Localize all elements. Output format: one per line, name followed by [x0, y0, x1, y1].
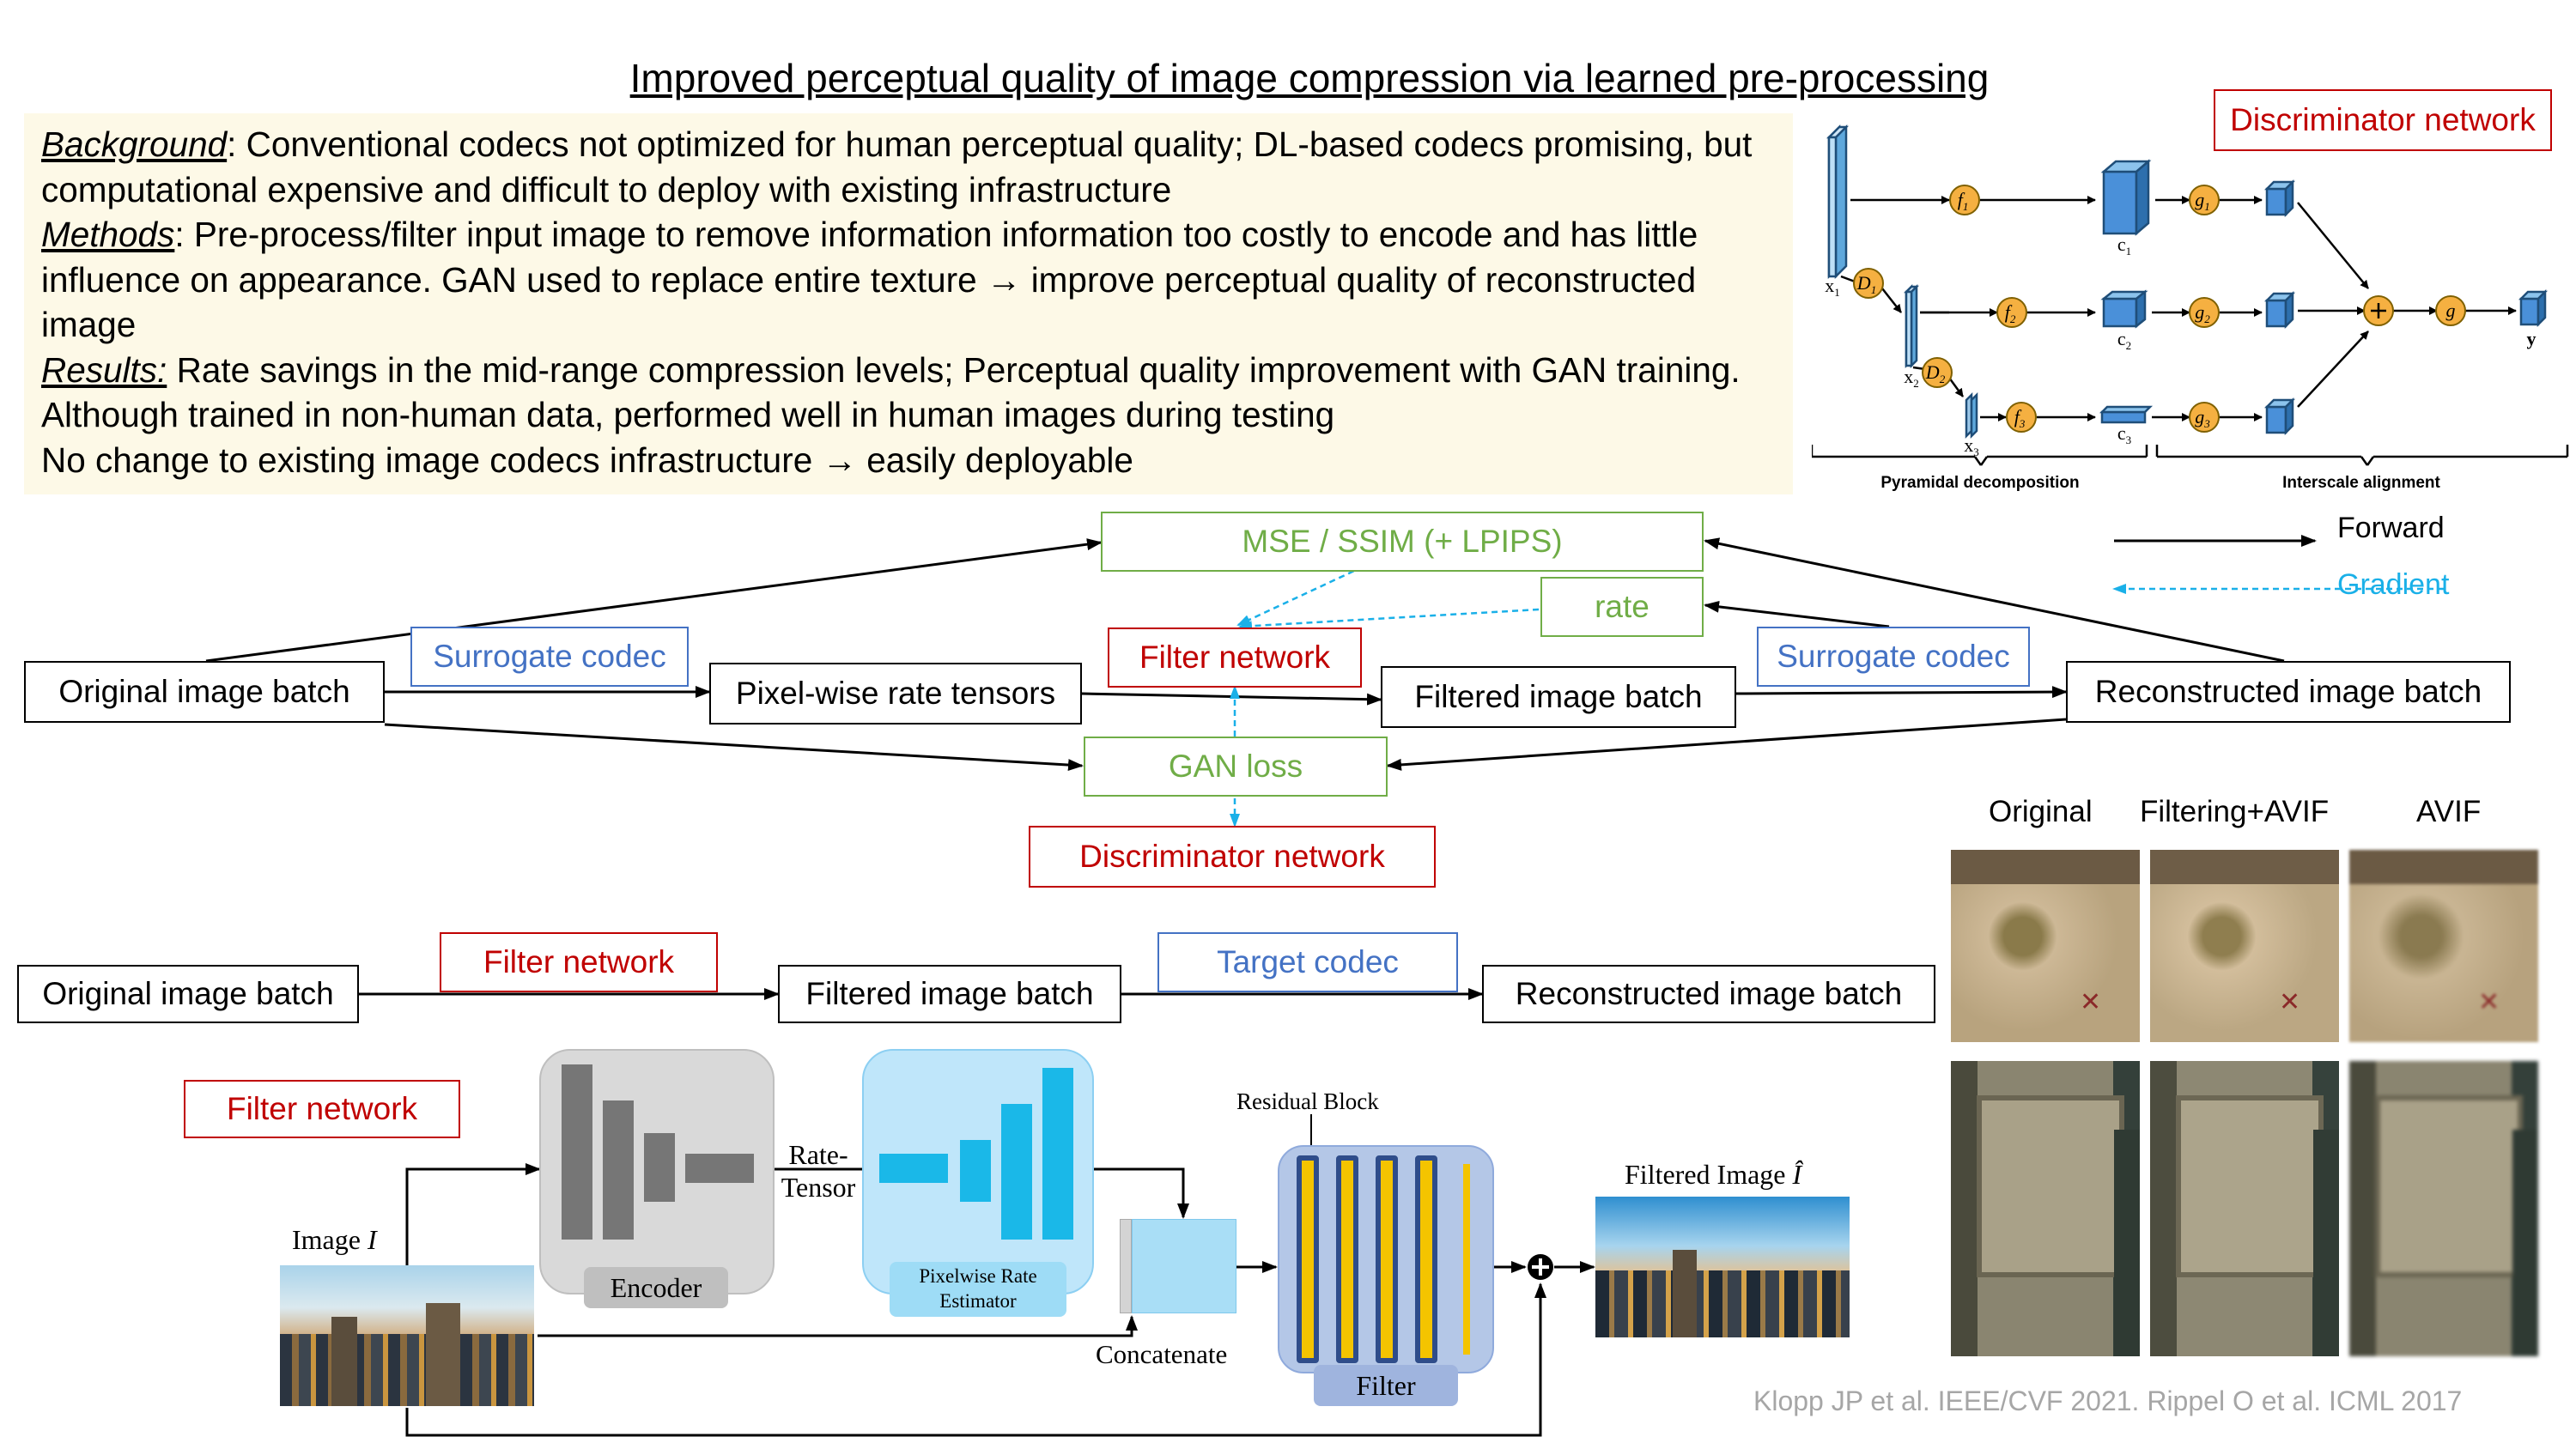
results-text: Rate savings in the mid-range compressio… — [41, 349, 1741, 435]
header-original: Original — [1989, 795, 2093, 828]
output-layer — [1463, 1164, 1470, 1355]
rate-tensor-label: Rate- Tensor — [781, 1139, 856, 1203]
training-surrogate-codec-1: Surrogate codec — [410, 627, 689, 687]
residual-pointer — [1310, 1114, 1312, 1145]
header-avif: AVIF — [2416, 795, 2482, 828]
input-image-label: Image I — [292, 1224, 377, 1255]
training-filtered-batch: Filtered image batch — [1381, 666, 1736, 728]
f2-label: f2 — [2005, 301, 2016, 325]
summary-panel — [24, 113, 1793, 494]
pyramidal-caption: Pyramidal decomposition — [1880, 474, 2079, 492]
residual-block-layer — [1376, 1155, 1398, 1363]
residual-block-layer — [1297, 1155, 1319, 1363]
comparison-filtered-2 — [2150, 1061, 2339, 1356]
conclusion-paragraph: No change to existing image codecs infra… — [41, 440, 1133, 480]
d2-label: D2 — [1925, 361, 1946, 385]
f3-label: f3 — [2014, 406, 2026, 430]
methods-label: Methods — [41, 215, 175, 254]
discriminator-pyramid-figure: f1 g1 D1 f2 g2 D2 f3 g3 g x1 x2 x3 c1 c2… — [1812, 124, 2569, 492]
c2-label: c2 — [2117, 328, 2131, 352]
encoder-layer — [644, 1133, 675, 1202]
background-text: : Conventional codecs not optimized for … — [41, 124, 1753, 209]
discriminator-figure-title: Discriminator network — [2214, 89, 2552, 151]
residual-block-layer — [1415, 1155, 1437, 1363]
legend-forward-label: Forward — [2337, 512, 2445, 544]
training-discriminator-network: Discriminator network — [1029, 826, 1436, 888]
pixel-rate-tensors-box: Pixel-wise rate tensors — [709, 663, 1082, 724]
g-label: g — [2446, 300, 2456, 321]
c1-label: c1 — [2117, 233, 2131, 258]
g3-label: g3 — [2195, 406, 2210, 430]
inference-original-batch: Original image batch — [17, 965, 359, 1023]
estimator-layer — [1042, 1068, 1073, 1240]
comparison-avif-1: ✕ — [2349, 850, 2538, 1042]
residual-block-layer — [1336, 1155, 1358, 1363]
summary-text: Background: Conventional codecs not opti… — [41, 122, 1784, 482]
results-label: Results: — [41, 349, 167, 390]
estimator-layer — [960, 1140, 991, 1202]
y-label: y — [2527, 328, 2537, 349]
residual-block-label: Residual Block — [1236, 1088, 1379, 1114]
encoder-layer — [603, 1100, 634, 1240]
estimator-label: Pixelwise Rate Estimator — [890, 1262, 1066, 1317]
interscale-caption: Interscale alignment — [2282, 474, 2440, 492]
filter-label: Filter — [1314, 1365, 1458, 1406]
header-filtering-avif: Filtering+AVIF — [2140, 795, 2330, 828]
x3-label: x3 — [1964, 434, 1979, 458]
x1-label: x1 — [1825, 275, 1840, 299]
methods-text: : Pre-process/filter input image to remo… — [41, 215, 1698, 344]
c3-label: c3 — [2117, 422, 2131, 446]
methods-paragraph: Methods: Pre-process/filter input image … — [41, 212, 1784, 348]
f1-label: f1 — [1958, 189, 1969, 213]
encoder-layer — [562, 1064, 592, 1240]
results-paragraph: Results: Rate savings in the mid-range c… — [41, 348, 1784, 438]
estimator-layer — [879, 1154, 948, 1183]
citation: Klopp JP et al. IEEE/CVF 2021. Rippel O … — [1753, 1385, 2463, 1416]
comparison-filtered-1: ✕ — [2150, 850, 2339, 1042]
architecture-filter-network-label: Filter network — [184, 1080, 460, 1138]
concat-rate-slab — [1132, 1219, 1236, 1313]
training-reconstructed-batch: Reconstructed image batch — [2066, 661, 2511, 723]
concat-input-slab — [1120, 1219, 1132, 1313]
comparison-avif-2 — [2349, 1061, 2538, 1356]
training-filter-network: Filter network — [1108, 627, 1362, 688]
legend-gradient-label: Gradient — [2337, 568, 2450, 601]
rate-loss-box: rate — [1540, 577, 1704, 637]
d1-label: D1 — [1856, 272, 1876, 296]
input-image — [280, 1265, 534, 1406]
filtered-image — [1595, 1197, 1850, 1337]
gan-loss-box: GAN loss — [1084, 737, 1388, 797]
inference-filtered-batch: Filtered image batch — [778, 965, 1121, 1023]
comparison-original-1: ✕ — [1951, 850, 2140, 1042]
concatenate-label: Concatenate — [1096, 1339, 1228, 1369]
metric-loss-box: MSE / SSIM (+ LPIPS) — [1101, 512, 1704, 572]
g2-label: g2 — [2195, 301, 2210, 325]
x2-label: x2 — [1904, 366, 1919, 390]
inference-filter-network: Filter network — [440, 932, 718, 992]
training-surrogate-codec-2: Surrogate codec — [1757, 627, 2030, 687]
filtered-image-label: Filtered Image Î — [1625, 1159, 1802, 1190]
background-label: Background — [41, 124, 228, 164]
background-paragraph: Background: Conventional codecs not opti… — [41, 122, 1784, 212]
inference-target-codec: Target codec — [1157, 932, 1458, 992]
comparison-original-2 — [1951, 1061, 2140, 1356]
g1-label: g1 — [2195, 189, 2210, 213]
training-original-batch: Original image batch — [24, 661, 385, 723]
encoder-label: Encoder — [584, 1267, 728, 1308]
inference-reconstructed-batch: Reconstructed image batch — [1482, 965, 1935, 1023]
encoder-layer — [685, 1154, 754, 1183]
page-title: Improved perceptual quality of image com… — [629, 56, 1990, 100]
estimator-layer — [1001, 1104, 1032, 1240]
